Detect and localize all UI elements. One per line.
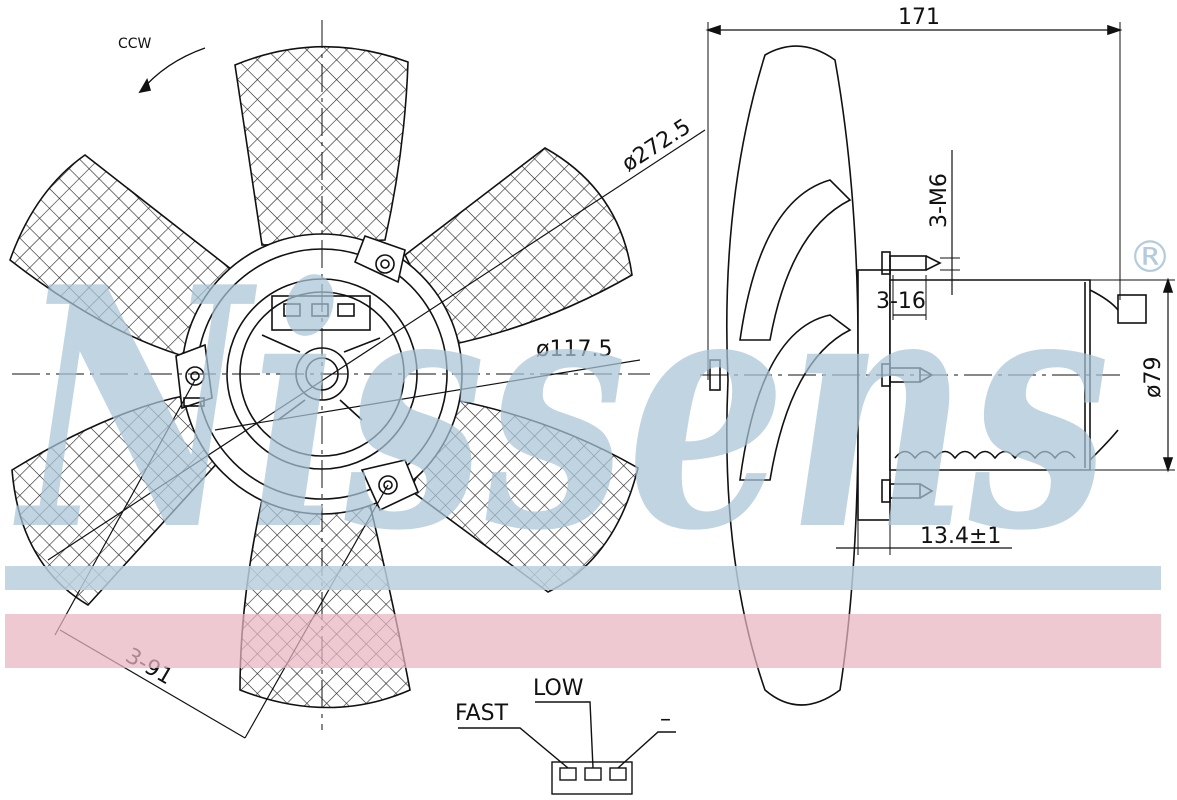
bolt-length-label: 3-16 bbox=[876, 289, 926, 314]
bolt-lower bbox=[881, 479, 934, 503]
wire-fast bbox=[458, 727, 569, 769]
hub-connector bbox=[271, 295, 371, 331]
blade-upper-left bbox=[9, 154, 247, 362]
wire-low bbox=[535, 701, 594, 769]
mount-tab-top bbox=[353, 234, 406, 284]
diameter-leader-fan bbox=[47, 129, 706, 561]
blade-profile bbox=[725, 45, 859, 706]
rotation-label: CCW bbox=[118, 36, 152, 52]
motor-fins bbox=[894, 450, 1076, 460]
diameter-leader-hub bbox=[214, 359, 641, 431]
watermark-blue-band bbox=[5, 566, 1161, 590]
side-view-labels: 171 3-M6 3-16 ø79 13.4±1 bbox=[876, 5, 1166, 549]
ground-label: – bbox=[660, 707, 671, 732]
low-label: LOW bbox=[533, 676, 584, 701]
motor-end-connector bbox=[1117, 294, 1147, 324]
depth-label: 171 bbox=[898, 5, 940, 30]
hub-spoke bbox=[261, 334, 301, 353]
motor-diameter-label: ø79 bbox=[1141, 357, 1166, 398]
hub-spoke bbox=[343, 337, 381, 353]
connector-labels: FAST LOW – bbox=[455, 676, 671, 732]
connector-diagram bbox=[458, 701, 676, 795]
rotation-arrow bbox=[139, 47, 206, 93]
registered-mark: ® bbox=[1128, 232, 1172, 283]
hub-spoke bbox=[277, 399, 306, 421]
mount-tab-bottom bbox=[360, 459, 420, 512]
watermark: Nissens ® bbox=[5, 215, 1172, 668]
offset-label: 13.4±1 bbox=[920, 524, 1001, 549]
hub-diameter-label: ø117.5 bbox=[536, 337, 612, 362]
watermark-red-band bbox=[5, 614, 1161, 668]
mount-tab-left bbox=[175, 343, 213, 410]
fan-diameter-label: ø272.5 bbox=[618, 114, 696, 177]
bolt-thread-label: 3-M6 bbox=[927, 173, 952, 228]
hub-spoke bbox=[339, 399, 363, 421]
fast-label: FAST bbox=[455, 701, 509, 726]
wire-ground bbox=[617, 731, 676, 769]
blade-curve-upper bbox=[739, 179, 852, 341]
front-view bbox=[9, 20, 706, 739]
blade-upper-right bbox=[403, 147, 633, 346]
bolt-upper bbox=[881, 251, 942, 275]
side-view bbox=[700, 22, 1175, 706]
watermark-brand: Nissens bbox=[12, 215, 1110, 603]
blade-curve-lower bbox=[739, 314, 852, 481]
